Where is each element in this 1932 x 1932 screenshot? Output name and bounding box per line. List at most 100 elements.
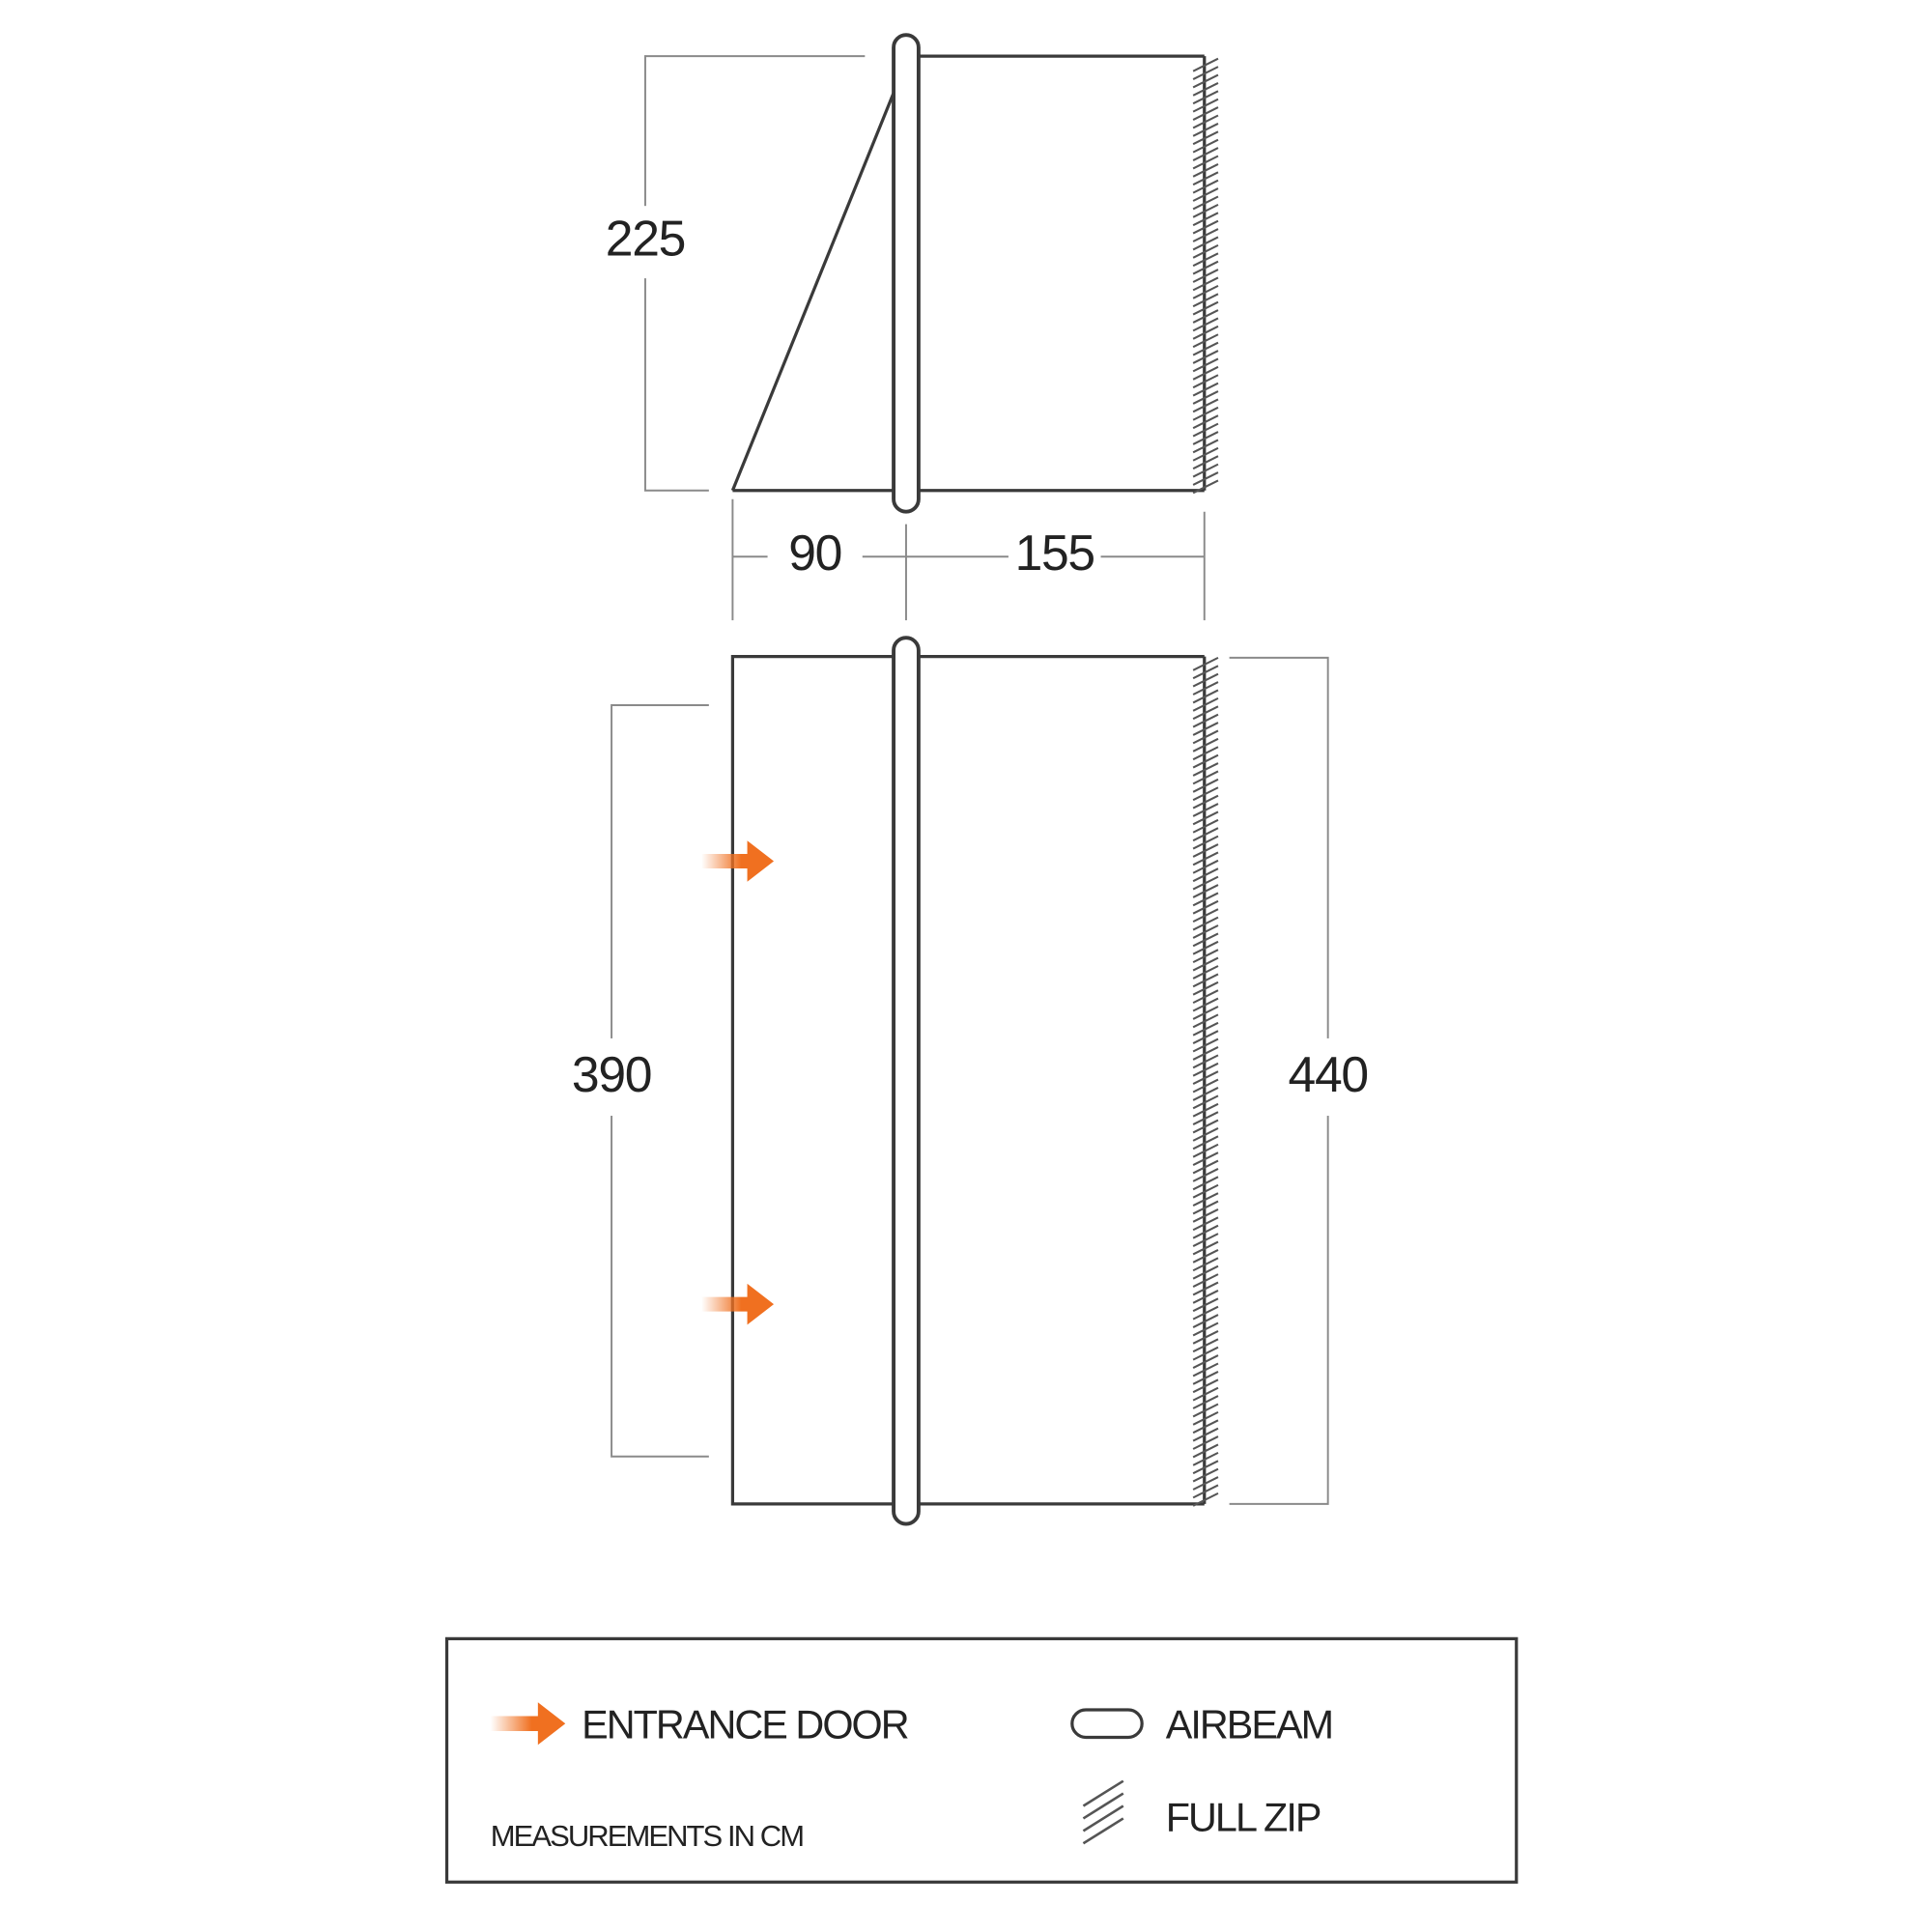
zip-hatch-mark: [1192, 689, 1219, 704]
plan-view: [701, 636, 1219, 1526]
zip-hatch-mark: [1192, 762, 1219, 777]
zip-hatch-mark: [1192, 479, 1219, 495]
zip-hatch-mark: [1192, 835, 1219, 850]
canopy-slope-line: [730, 89, 896, 492]
zip-hatch-mark: [1192, 899, 1219, 915]
zip-hatch-mark: [1192, 665, 1219, 680]
zip-hatch-mark: [1192, 884, 1219, 898]
zip-hatch-mark: [1192, 892, 1219, 907]
zip-hatch-mark: [1192, 1111, 1219, 1126]
zip-hatch-mark: [1192, 875, 1219, 891]
zip-hatch-mark: [1192, 729, 1219, 745]
zip-hatch-mark: [1192, 1476, 1219, 1491]
zip-hatch-mark: [1192, 956, 1219, 972]
zip-hatch-mark: [1192, 1143, 1219, 1158]
height-dimension: 225: [606, 55, 866, 492]
legend-entrance-door: ENTRANCE DOOR: [582, 1703, 908, 1747]
zip-hatch-mark: [1192, 203, 1219, 218]
zip-hatch-mark: [1192, 269, 1219, 283]
zip-hatch-mark: [1192, 778, 1219, 793]
zip-hatch-mark: [1192, 1435, 1219, 1450]
zip-hatch-mark: [1192, 843, 1219, 858]
zip-hatch-mark: [1192, 1289, 1219, 1304]
zip-hatch-mark: [1192, 114, 1219, 129]
zip-hatch-mark: [1192, 859, 1219, 874]
zip-hatch-mark: [1192, 1419, 1219, 1435]
zip-hatch-mark: [1192, 916, 1219, 931]
airbeam: [892, 636, 921, 1526]
zip-hatch-mark: [1192, 1257, 1219, 1272]
zip-hatch-mark: [1192, 803, 1219, 817]
zip-hatch-mark: [1192, 989, 1219, 1005]
zip-hatch-mark: [1192, 1484, 1219, 1499]
entrance-door-arrow-icon: [701, 1283, 775, 1325]
zip-hatch-mark: [1192, 1386, 1219, 1402]
zip-hatch-mark: [1192, 696, 1219, 712]
zip-hatch-mark: [1192, 810, 1219, 826]
airbeam: [892, 33, 921, 514]
zip-hatch-mark: [1192, 770, 1219, 785]
zip-hatch-mark: [1192, 179, 1219, 194]
zip-hatch-mark: [1192, 746, 1219, 761]
zip-hatch-mark: [1192, 1492, 1219, 1507]
plan-outline: [730, 654, 1205, 1506]
zip-hatch-mark: [1192, 1168, 1219, 1182]
full-zip-icon: [1082, 1779, 1124, 1845]
zip-hatch-mark: [1192, 1297, 1219, 1313]
zip-hatch-mark: [1192, 1070, 1219, 1086]
zip-hatch-mark: [1192, 333, 1219, 349]
zip-hatch-mark: [1192, 252, 1219, 268]
zip-hatch-mark: [1192, 705, 1219, 721]
zip-hatch-mark: [1192, 1233, 1219, 1247]
zip-hatch-mark: [1192, 455, 1219, 470]
zip-hatch-mark: [1192, 1046, 1219, 1061]
airbeam-icon: [1070, 1708, 1144, 1740]
zip-hatch-mark: [1192, 228, 1219, 242]
zip-hatch-mark: [1192, 1427, 1219, 1442]
side-elevation: [730, 33, 1219, 514]
zip-hatch-mark: [1192, 1329, 1219, 1345]
door-span-dimension: 390: [561, 704, 709, 1458]
zip-hatch-mark: [1192, 195, 1219, 211]
zip-hatch-mark: [1192, 374, 1219, 389]
zip-hatch-mark: [1192, 1240, 1219, 1256]
total-width-dimension: 440: [1229, 656, 1378, 1505]
zip-hatch-mark: [1192, 446, 1219, 462]
height-label: 225: [606, 210, 685, 266]
zip-hatch-mark: [1192, 390, 1219, 405]
legend-units-note: MEASUREMENTS IN CM: [491, 1819, 803, 1853]
zip-hatch-mark: [1192, 1094, 1219, 1110]
zip-hatch-mark: [1192, 1119, 1219, 1134]
zip-hatch-mark: [1192, 1127, 1219, 1142]
zip-hatch-mark: [1192, 908, 1219, 923]
entrance-door-arrow-icon: [701, 840, 775, 882]
zip-hatch-mark: [1192, 965, 1219, 980]
zip-hatch-mark: [1192, 1054, 1219, 1069]
zip-hatch-mark: [1192, 309, 1219, 324]
zip-hatch-mark: [1192, 106, 1219, 121]
zip-hatch-mark: [1192, 713, 1219, 728]
zip-hatch-mark: [1192, 753, 1219, 769]
canopy-depth-label: 90: [788, 525, 841, 581]
zip-hatch-mark: [1192, 924, 1219, 939]
full-zip-hatch: [1192, 57, 1219, 495]
legend: ENTRANCE DOOR MEASUREMENTS IN CM AIRBEAM…: [444, 1636, 1519, 1884]
zip-hatch-mark: [1192, 997, 1219, 1012]
zip-hatch-mark: [1192, 1467, 1219, 1483]
zip-hatch-mark: [1192, 786, 1219, 802]
zip-hatch-mark: [1192, 737, 1219, 753]
zip-hatch-mark: [1192, 147, 1219, 161]
zip-hatch-mark: [1192, 1354, 1219, 1369]
zip-hatch-mark: [1192, 1200, 1219, 1215]
zip-hatch-mark: [1192, 1370, 1219, 1385]
legend-full-zip: FULL ZIP: [1166, 1795, 1321, 1839]
zip-hatch-mark: [1192, 243, 1219, 259]
zip-hatch-mark: [1192, 276, 1219, 292]
zip-hatch-mark: [1192, 1338, 1219, 1353]
zip-hatch-mark: [1192, 122, 1219, 137]
zip-hatch-mark: [1192, 98, 1219, 113]
zip-hatch-mark: [1192, 1224, 1219, 1239]
zip-hatch-mark: [1192, 1443, 1219, 1459]
zip-hatch-mark: [1192, 382, 1219, 397]
zip-hatch-mark: [1192, 1078, 1219, 1094]
